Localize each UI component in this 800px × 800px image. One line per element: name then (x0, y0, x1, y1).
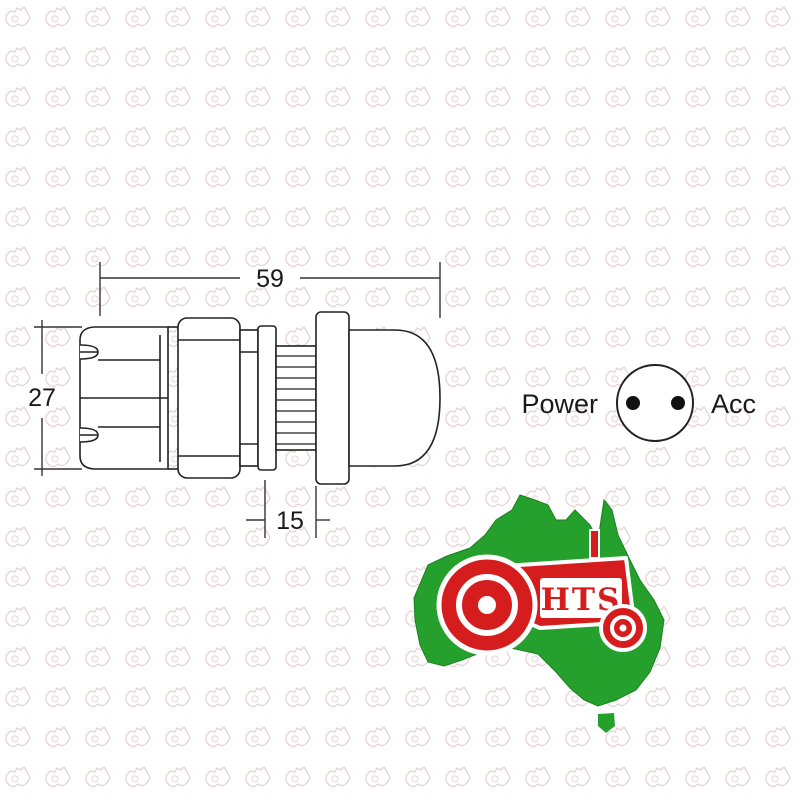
pinout-diagram: Power Acc (521, 364, 756, 442)
dimension-thread-length: 15 (276, 507, 304, 535)
pinout-circle (616, 364, 694, 442)
dimension-overall-length: 59 (256, 265, 284, 293)
pin-acc-dot (671, 396, 685, 410)
pin-label-acc: Acc (711, 389, 756, 419)
pin-label-power: Power (521, 389, 598, 419)
screw-terminal-top (79, 344, 99, 360)
pin-power-dot (626, 396, 640, 410)
switch-body (177, 317, 241, 479)
hts-logo: HTS (413, 494, 665, 733)
push-button-cap (348, 329, 441, 467)
threaded-barrel (275, 345, 317, 451)
switch-drawing (79, 311, 441, 485)
screw-terminal-bottom (79, 427, 99, 443)
tractor-icon: HTS (436, 529, 647, 656)
bezel-flange (315, 311, 350, 485)
dimension-lines (34, 262, 441, 538)
washer (257, 325, 277, 471)
dimension-height: 27 (28, 384, 56, 412)
hex-nut (239, 329, 259, 467)
tasmania-icon (598, 713, 615, 733)
